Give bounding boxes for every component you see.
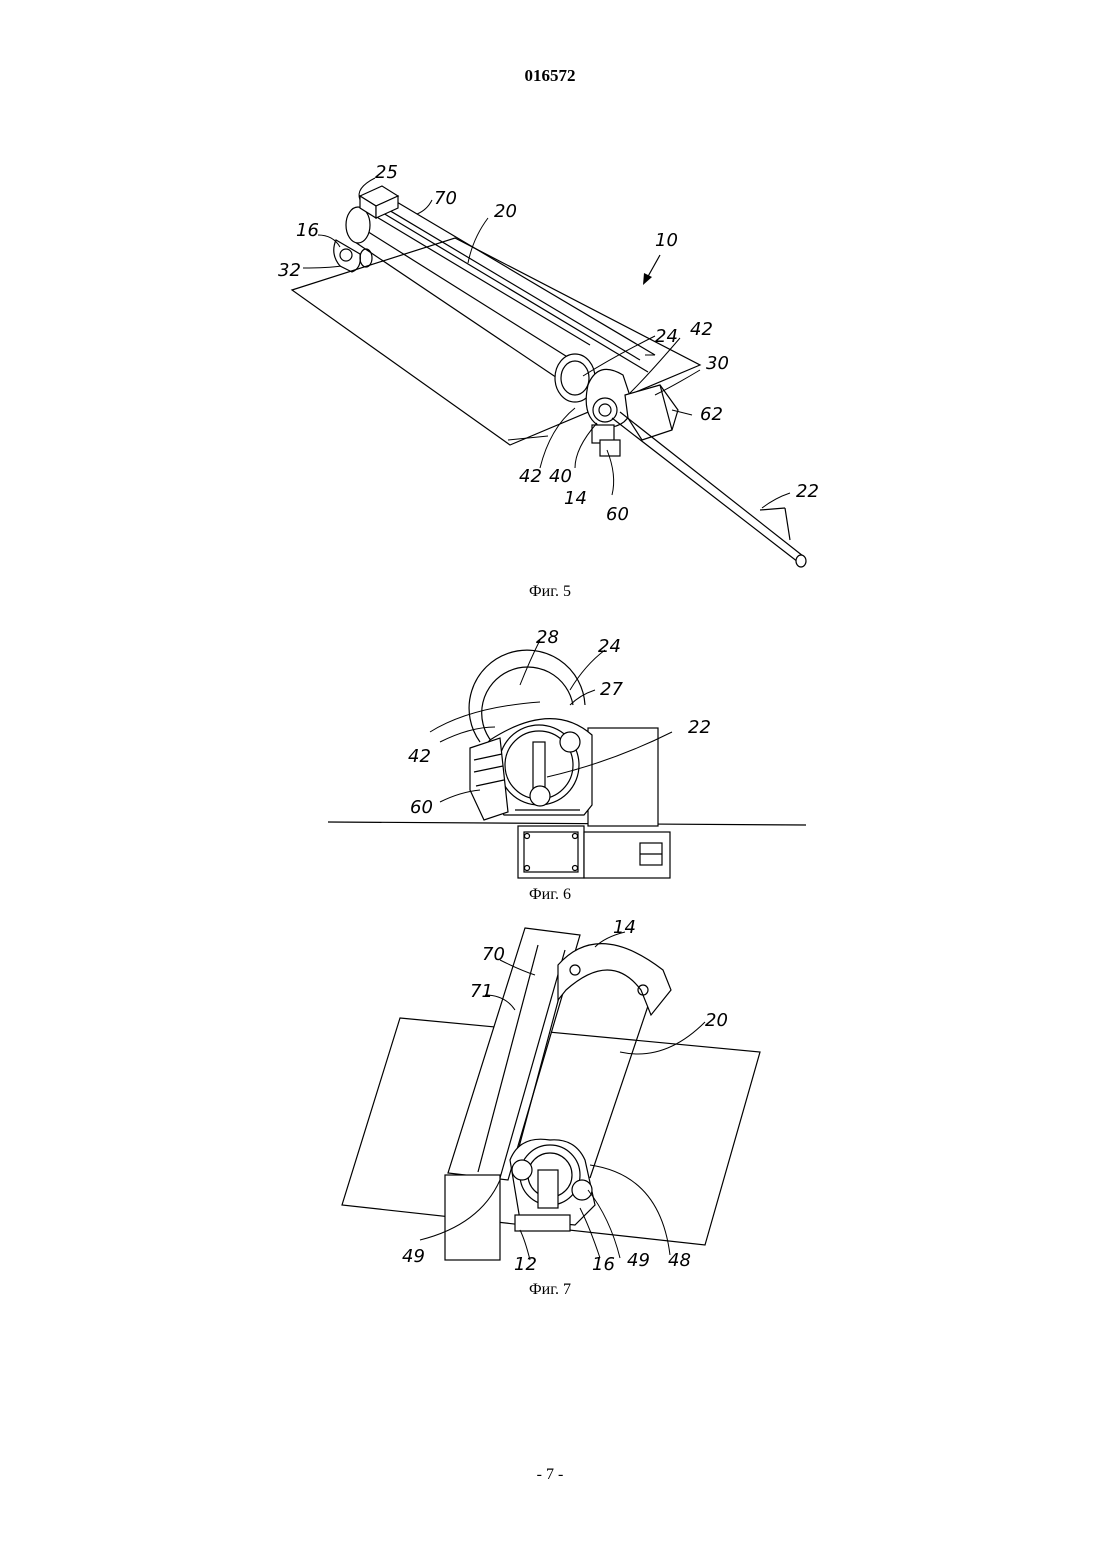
figure-7-caption: Фиг. 7: [0, 1281, 1100, 1299]
figure-5-label: 40: [549, 466, 572, 487]
figure-7-label: 70: [482, 944, 505, 965]
figure-5-label: 24: [655, 326, 678, 347]
figure-5-label: 22: [796, 481, 819, 502]
page-number: - 7 -: [0, 1466, 1100, 1484]
figure-6-label: 27: [600, 679, 623, 700]
figure-5-label: 16: [296, 220, 319, 241]
figure-5-label: 10: [655, 230, 678, 251]
figure-5-label: 62: [700, 404, 723, 425]
figure-7-label: 49: [627, 1250, 650, 1271]
figure-5-label: 14: [564, 488, 587, 509]
figure-5-drawing: 25 70 20 16 32 10 24 42 30 62 42 40 14 6…: [0, 150, 1100, 580]
figure-6-label: 28: [536, 627, 559, 648]
figure-5-label: 32: [278, 260, 301, 281]
figure-5-label: 20: [494, 201, 517, 222]
figure-6-label: 42: [408, 746, 431, 767]
figure-5-label: 60: [606, 504, 629, 525]
figure-7-drawing: 70 14 71 20 49 12 16 49 48: [0, 918, 1100, 1280]
figure-7-label: 49: [402, 1246, 425, 1267]
figure-7-label: 16: [592, 1254, 615, 1275]
figure-7-label: 48: [668, 1250, 691, 1271]
figure-7-label: 71: [470, 981, 493, 1002]
figure-5-caption: Фиг. 5: [0, 583, 1100, 601]
figure-6-label: 60: [410, 797, 433, 818]
figure-6-caption: Фиг. 6: [0, 886, 1100, 904]
figure-5-label: 30: [706, 353, 729, 374]
figure-6-drawing: 28 24 27 42 22 60: [0, 625, 1100, 883]
figure-5-label: 25: [375, 162, 398, 183]
figure-7-label: 20: [705, 1010, 728, 1031]
figure-5-label: 42: [690, 319, 713, 340]
figure-7-label: 14: [613, 918, 636, 938]
figure-6-label: 24: [598, 636, 621, 657]
figure-5-label: 42: [519, 466, 542, 487]
patent-number: 016572: [0, 66, 1100, 86]
figure-7-label: 12: [514, 1254, 537, 1275]
figure-5-label: 70: [434, 188, 457, 209]
figure-6-label: 22: [688, 717, 711, 738]
